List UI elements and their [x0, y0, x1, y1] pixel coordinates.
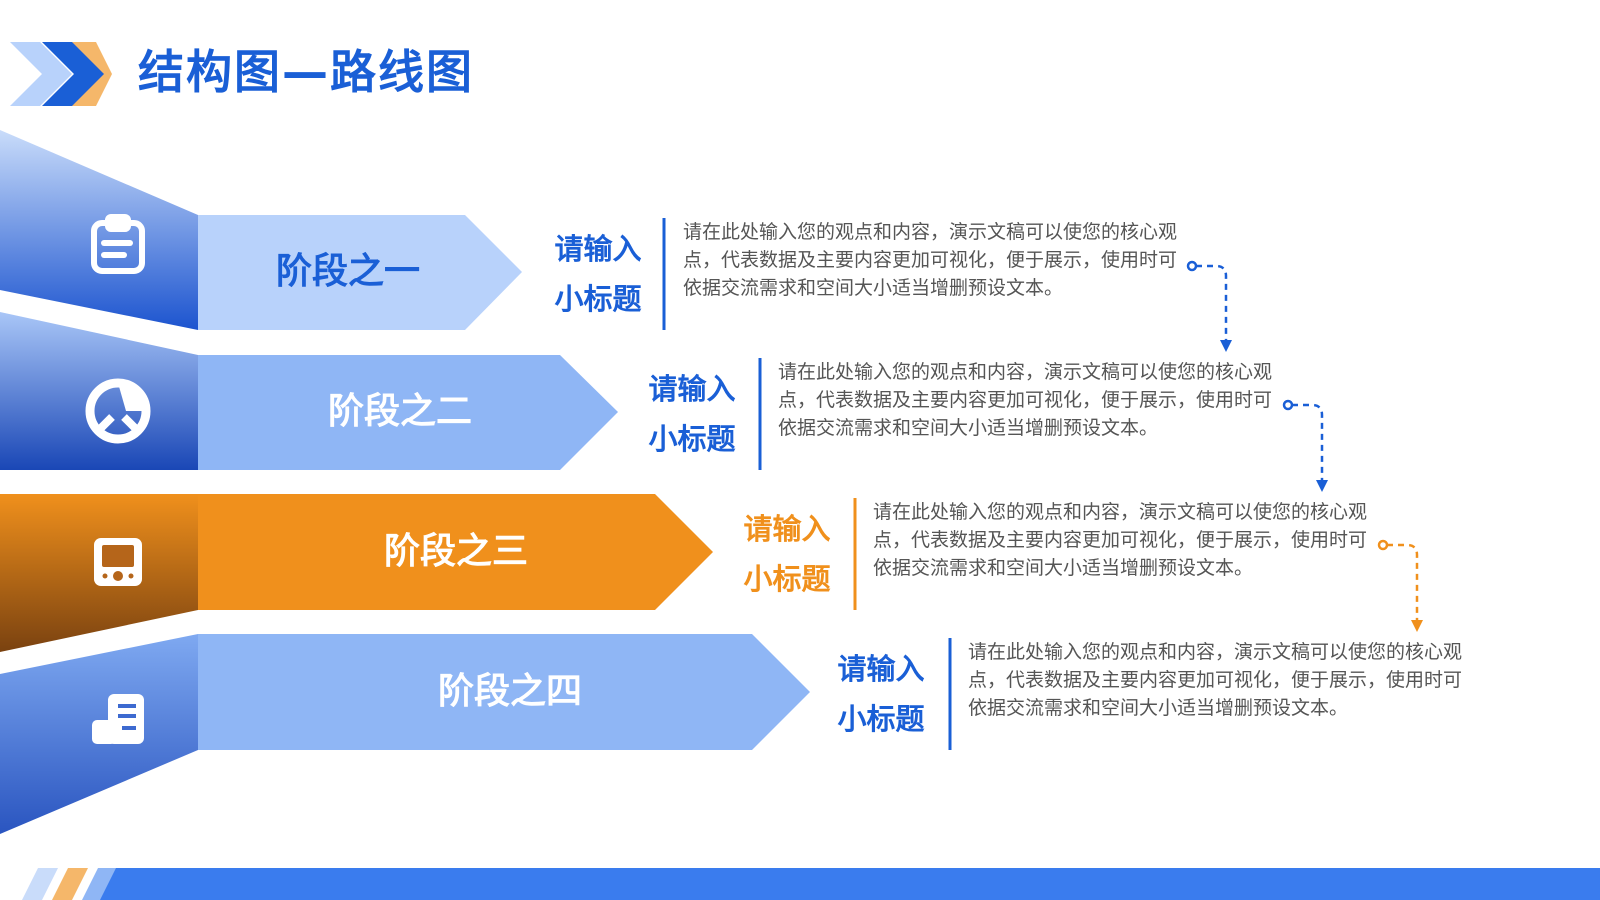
stage-4-subtitle-line2: 小标题	[837, 702, 925, 736]
stage-2-arrow	[198, 355, 618, 470]
stage-3-subtitle-line1: 请输入	[743, 512, 831, 546]
stage-2-description: 请在此处输入您的观点和内容，演示文稿可以使您的核心观点，代表数据及主要内容更加可…	[778, 361, 1273, 439]
stage-3-subtitle: 请输入 小标题	[732, 504, 842, 604]
pie-chart-icon	[85, 378, 151, 444]
connector-2-3	[1282, 399, 1328, 492]
stage-1-label: 阶段之一	[275, 251, 420, 292]
header-chevron-logo	[10, 42, 112, 106]
footer-bar	[100, 868, 1600, 900]
stage-2-subtitle: 请输入 小标题	[637, 364, 747, 464]
stage-1-subtitle-line2: 小标题	[554, 282, 642, 316]
stage-2-subtitle-line2: 小标题	[648, 422, 736, 456]
stage-3-description: 请在此处输入您的观点和内容，演示文稿可以使您的核心观点，代表数据及主要内容更加可…	[873, 501, 1368, 579]
stage-1-subtitle-line1: 请输入	[554, 232, 642, 266]
stage-2-subtitle-line1: 请输入	[648, 372, 736, 406]
stage-4-subtitle: 请输入 小标题	[826, 644, 936, 744]
stage-3-label: 阶段之三	[383, 531, 528, 572]
page-title: 结构图—路线图	[138, 45, 474, 99]
connector-3-4	[1377, 539, 1423, 632]
stage-4-label: 阶段之四	[437, 671, 582, 712]
footer-decoration	[22, 868, 1600, 900]
document-list-icon	[92, 694, 144, 744]
video-player-icon	[94, 538, 142, 586]
connector-1-2	[1186, 260, 1232, 352]
stage-1-arrow	[198, 215, 522, 330]
stage-4-description: 请在此处输入您的观点和内容，演示文稿可以使您的核心观点，代表数据及主要内容更加可…	[968, 641, 1463, 719]
stage-4-arrow	[198, 634, 810, 750]
clipboard-icon	[91, 214, 145, 274]
stage-1-ribbon-fold	[0, 130, 198, 330]
stage-1-description: 请在此处输入您的观点和内容，演示文稿可以使您的核心观点，代表数据及主要内容更加可…	[683, 221, 1178, 299]
stage-3-subtitle-line2: 小标题	[743, 562, 831, 596]
stage-2-label: 阶段之二	[327, 391, 472, 432]
stage-3-arrow	[198, 494, 713, 610]
stage-4-subtitle-line1: 请输入	[837, 652, 925, 686]
stage-1-subtitle: 请输入 小标题	[543, 224, 653, 324]
